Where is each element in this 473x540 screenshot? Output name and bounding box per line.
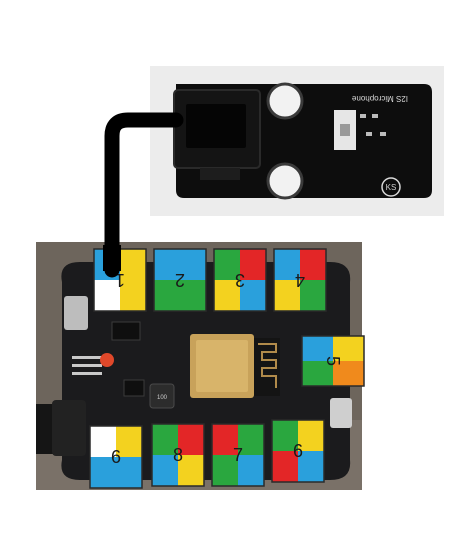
cable-plug — [103, 245, 121, 271]
port-color-quadrant — [274, 249, 300, 280]
port-border — [213, 248, 267, 312]
connection-cable — [104, 112, 184, 278]
status-led — [100, 353, 114, 367]
port-color-quadrant — [298, 420, 324, 451]
port-block-2: 2 — [153, 248, 207, 312]
mic-smd-4 — [380, 132, 386, 136]
port-number-label: 5 — [323, 356, 343, 366]
svg-text:KS: KS — [386, 183, 397, 192]
port-number-label: 6 — [293, 441, 303, 461]
inductor-label: 100 — [157, 395, 168, 401]
port-number-label: 6 — [111, 447, 121, 467]
port-number-label: 7 — [233, 445, 243, 465]
port-color-quadrant — [302, 336, 333, 361]
esp32-antenna-trace — [258, 343, 277, 388]
port-border — [153, 248, 207, 312]
mic-smd-3 — [366, 132, 372, 136]
port-color-quadrant — [212, 455, 238, 486]
header-pins — [72, 356, 102, 375]
mic-module-label: I2S Microphone — [351, 94, 408, 103]
reset-button — [330, 398, 352, 428]
port-color-quadrant — [120, 280, 146, 311]
mic-connector-opening — [186, 104, 246, 148]
port-block-4: 4 — [273, 248, 327, 312]
port-number-label: 2 — [175, 270, 185, 290]
port-color-quadrant — [298, 451, 324, 482]
mic-mount-hole-bottom — [266, 162, 304, 200]
port-color-quadrant — [214, 249, 240, 280]
port-color-quadrant — [180, 280, 206, 311]
mic-connector-tab — [200, 168, 240, 180]
port-color-quadrant — [214, 280, 240, 311]
mic-sensor-pad — [340, 124, 350, 136]
port-color-quadrant — [180, 249, 206, 280]
port-color-quadrant — [90, 457, 116, 488]
port-number-label: 3 — [235, 270, 245, 290]
mic-smd-1 — [360, 114, 366, 118]
port-color-quadrant — [300, 249, 326, 280]
port-border — [273, 248, 327, 312]
port-color-quadrant — [240, 249, 266, 280]
port-color-quadrant — [154, 280, 180, 311]
port-color-quadrant — [116, 426, 142, 457]
ic-chip-2 — [123, 379, 145, 397]
port-color-quadrant — [238, 455, 264, 486]
port-block-8: 7 — [211, 423, 265, 487]
port-color-quadrant — [178, 455, 204, 486]
port-color-quadrant — [90, 426, 116, 457]
port-color-quadrant — [272, 451, 298, 482]
mic-smd-2 — [372, 114, 378, 118]
port-block-3: 3 — [213, 248, 267, 312]
port-blocks: 1 2 3 4 5 6 8 7 6 — [89, 248, 365, 489]
port-block-9: 6 — [271, 419, 325, 483]
port-color-quadrant — [116, 457, 142, 488]
power-cable — [36, 404, 56, 454]
port-color-quadrant — [272, 420, 298, 451]
port-border — [271, 419, 325, 483]
port-border — [301, 335, 365, 387]
mic-mount-hole-top — [266, 82, 304, 120]
port-block-7: 8 — [151, 423, 205, 487]
port-color-quadrant — [240, 280, 266, 311]
port-block-6: 6 — [89, 425, 143, 489]
port-color-quadrant — [300, 280, 326, 311]
port-color-quadrant — [152, 424, 178, 455]
inductor — [149, 383, 175, 409]
power-jack — [52, 400, 86, 456]
port-color-quadrant — [94, 280, 120, 311]
port-border — [211, 423, 265, 487]
usb-c-port — [64, 296, 88, 330]
ic-chip-1 — [111, 321, 141, 341]
port-block-5: 5 — [301, 335, 365, 387]
keyestudio-logo-icon: KS — [381, 177, 401, 197]
port-color-quadrant — [333, 336, 364, 361]
port-color-quadrant — [178, 424, 204, 455]
port-color-quadrant — [154, 249, 180, 280]
port-color-quadrant — [302, 361, 333, 386]
port-color-quadrant — [333, 361, 364, 386]
port-number-label: 1 — [115, 270, 125, 290]
port-color-quadrant — [274, 280, 300, 311]
port-border — [151, 423, 205, 487]
port-color-quadrant — [238, 424, 264, 455]
port-color-quadrant — [212, 424, 238, 455]
port-color-quadrant — [120, 249, 146, 280]
esp32-shield — [196, 340, 248, 392]
port-border — [89, 425, 143, 489]
port-number-label: 4 — [295, 270, 305, 290]
port-color-quadrant — [152, 455, 178, 486]
port-number-label: 8 — [173, 445, 183, 465]
